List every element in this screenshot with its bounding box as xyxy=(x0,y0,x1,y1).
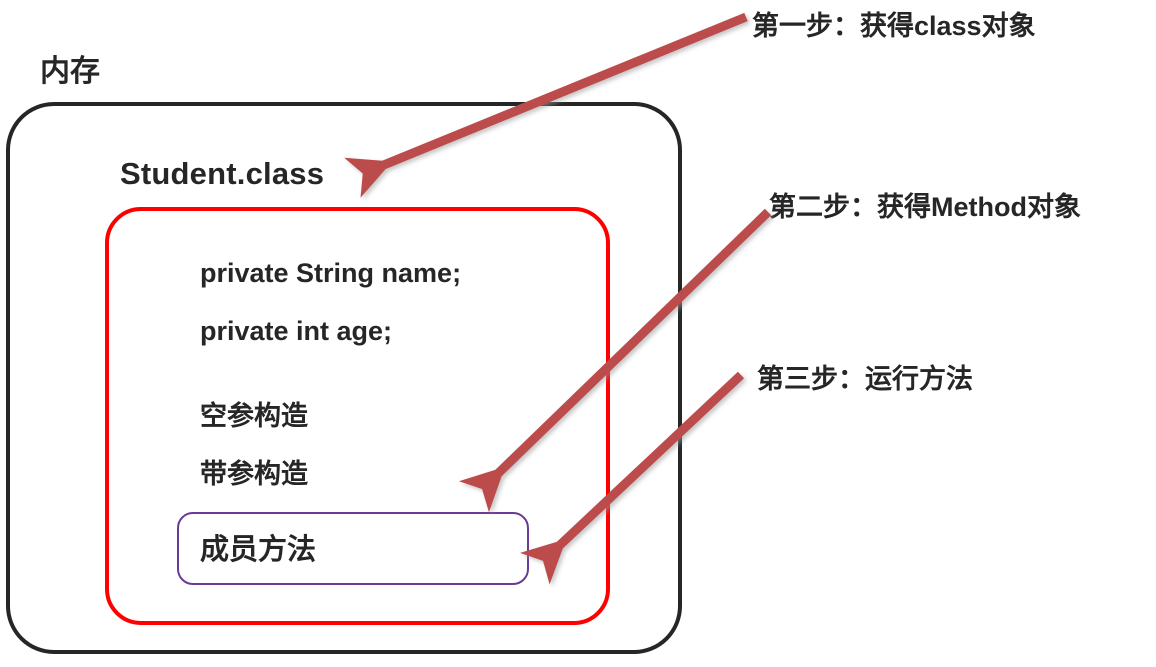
field-declaration-age: private int age; xyxy=(200,316,393,346)
field-declaration-name: private String name; xyxy=(200,258,462,288)
step-2-label: 第二步：获得Method对象 xyxy=(769,192,1081,222)
step-3-label: 第三步：运行方法 xyxy=(757,364,973,394)
memory-label: 内存 xyxy=(40,55,100,88)
constructor-no-arg-label: 空参构造 xyxy=(200,401,308,431)
step-1-label: 第一步：获得class对象 xyxy=(752,11,1036,41)
student-class-title: Student.class xyxy=(120,156,325,191)
member-method-label: 成员方法 xyxy=(200,534,317,566)
constructor-with-arg-label: 带参构造 xyxy=(200,459,308,489)
